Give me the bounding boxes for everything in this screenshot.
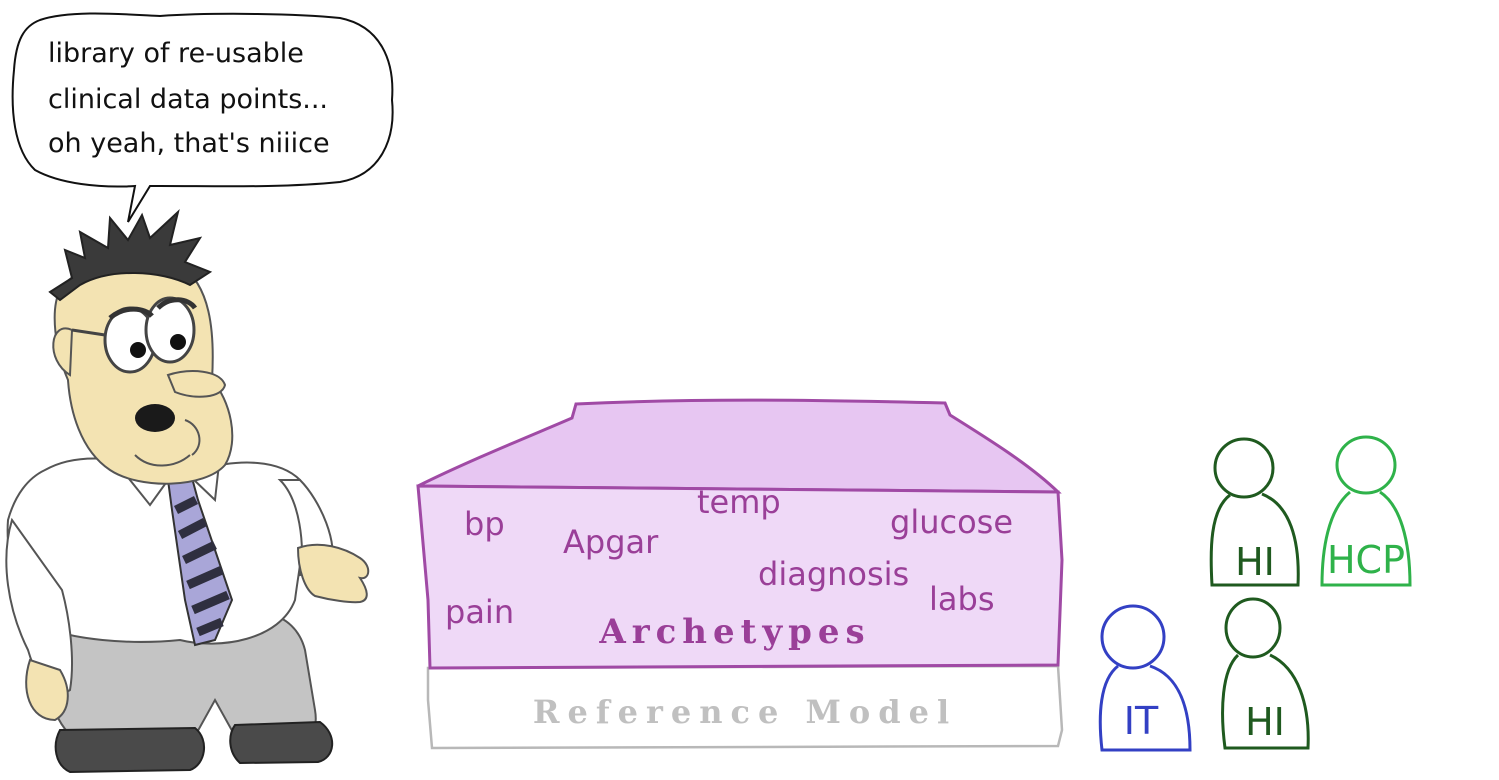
archetypes-block: bp Apgar temp glucose diagnosis pain lab… — [416, 398, 1064, 670]
cartoon-man — [5, 209, 370, 774]
person-head — [1213, 437, 1275, 499]
person-body — [1221, 653, 1310, 750]
man-shoe-left — [54, 726, 205, 774]
archetype-apgar: Apgar — [563, 523, 659, 561]
person-it: IT — [1098, 604, 1192, 752]
speech-bubble-outline — [11, 12, 394, 223]
speech-line-3: oh yeah, that's niiice — [48, 128, 330, 159]
person-label: IT — [1124, 699, 1159, 743]
person-hi-bottom: HI — [1221, 597, 1310, 750]
speech-line-2: clinical data points... — [48, 84, 328, 115]
archetype-temp: temp — [697, 483, 781, 521]
man-tie-stripes — [173, 495, 230, 637]
archetype-glucose: glucose — [890, 503, 1013, 541]
archetype-labs: labs — [929, 580, 994, 618]
archetype-pain: pain — [445, 593, 514, 631]
man-glasses-arm — [71, 328, 106, 337]
person-hcp: HCP — [1320, 435, 1412, 587]
archetypes-top — [417, 398, 1062, 494]
archetypes-title: Archetypes — [598, 612, 870, 652]
man-mouth — [135, 404, 175, 432]
archetype-bp: bp — [464, 505, 505, 543]
man-hair — [48, 209, 213, 302]
person-body — [1098, 664, 1192, 752]
man-hand-right — [296, 543, 370, 604]
archetype-diagnosis: diagnosis — [758, 555, 909, 593]
man-pupil-right — [170, 334, 186, 350]
person-hi-top: HI — [1209, 437, 1300, 587]
man-nose — [166, 370, 227, 398]
speech-line-1: library of re-usable — [48, 38, 304, 69]
speech-bubble: library of re-usable clinical data point… — [11, 12, 394, 223]
person-label: HI — [1235, 540, 1275, 584]
man-hand-left — [25, 658, 69, 722]
person-label: HCP — [1327, 538, 1405, 582]
man-eyebrows — [108, 297, 198, 320]
man-pupil-left — [130, 342, 146, 358]
reference-model-title: Reference Model — [533, 693, 957, 731]
man-ear — [52, 327, 74, 377]
man-glasses-right — [144, 296, 196, 364]
person-body — [1209, 492, 1300, 587]
man-shoe-right — [229, 720, 334, 765]
person-head — [1335, 435, 1397, 495]
archetypes-box — [416, 484, 1064, 670]
reference-model-block: Reference Model — [426, 664, 1064, 750]
person-head — [1100, 604, 1166, 670]
man-head — [53, 257, 234, 485]
person-body — [1320, 490, 1412, 587]
person-label: HI — [1245, 700, 1285, 744]
person-head — [1224, 597, 1282, 659]
man-chin — [134, 419, 201, 467]
